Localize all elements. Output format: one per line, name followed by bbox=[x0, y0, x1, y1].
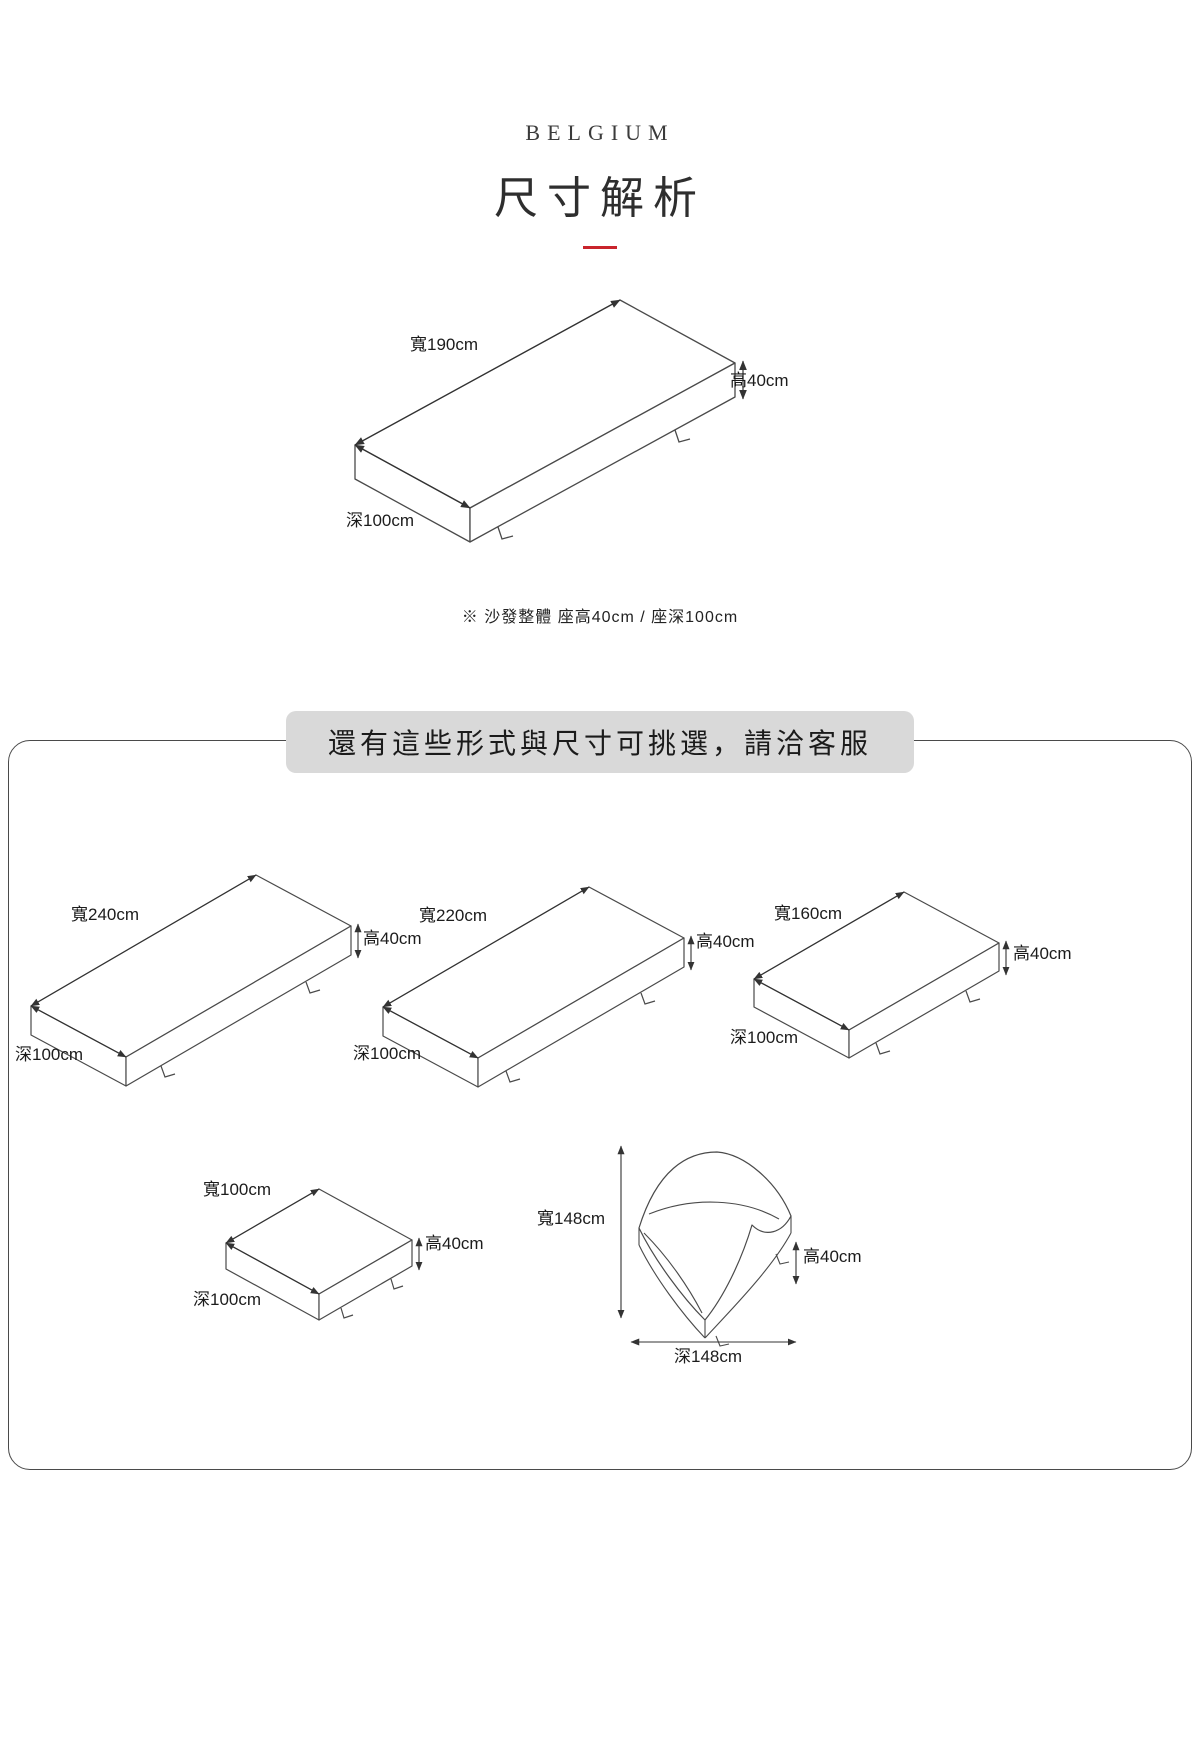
height-label: 高40cm bbox=[1013, 944, 1072, 963]
page-title: 尺寸解析 bbox=[494, 174, 706, 223]
sofa-190-isometric-drawing bbox=[354, 299, 747, 543]
depth-label: 深100cm bbox=[730, 1028, 799, 1047]
title-divider bbox=[583, 246, 617, 249]
sofa-240-isometric-drawing bbox=[30, 874, 362, 1087]
sofa-220-isometric-drawing bbox=[382, 886, 695, 1088]
variant-corner-148-diagram: 寬148cm 高40cm 深148cm bbox=[531, 1136, 876, 1381]
sofa-100-isometric-drawing bbox=[225, 1188, 423, 1321]
size-note: ※ 沙發整體 座高40cm / 座深100cm bbox=[461, 609, 739, 626]
depth-label: 深148cm bbox=[674, 1347, 743, 1366]
depth-label: 深100cm bbox=[15, 1045, 84, 1064]
main-sofa-diagram: 寬190cm 高40cm 深100cm bbox=[330, 290, 820, 590]
depth-label: 深100cm bbox=[193, 1290, 262, 1309]
width-label: 寬190cm bbox=[410, 335, 479, 354]
header: BELGIUM 尺寸解析 bbox=[0, 120, 1200, 249]
variant-160-diagram: 寬160cm 高40cm 深100cm bbox=[726, 869, 1091, 1084]
depth-label: 深100cm bbox=[346, 511, 415, 530]
height-label: 高40cm bbox=[696, 932, 755, 951]
brand-text: BELGIUM bbox=[525, 120, 675, 145]
depth-label: 深100cm bbox=[353, 1044, 422, 1063]
height-label: 高40cm bbox=[730, 371, 789, 390]
variant-220-diagram: 寬220cm 高40cm 深100cm bbox=[351, 869, 763, 1109]
options-box: 還有這些形式與尺寸可挑選，請洽客服 寬240cm bbox=[8, 711, 1192, 1470]
height-label: 高40cm bbox=[803, 1247, 862, 1266]
width-label: 寬160cm bbox=[774, 904, 843, 923]
corner-sofa-148-drawing bbox=[617, 1145, 800, 1347]
variant-100-diagram: 寬100cm 高40cm 深100cm bbox=[191, 1173, 491, 1338]
width-label: 寬148cm bbox=[537, 1209, 606, 1228]
height-label: 高40cm bbox=[425, 1234, 484, 1253]
width-label: 寬240cm bbox=[71, 905, 140, 924]
options-title: 還有這些形式與尺寸可挑選，請洽客服 bbox=[285, 711, 915, 773]
variant-240-diagram: 寬240cm 高40cm 深100cm bbox=[11, 866, 423, 1106]
width-label: 寬100cm bbox=[203, 1180, 272, 1199]
sofa-160-isometric-drawing bbox=[753, 891, 1010, 1059]
width-label: 寬220cm bbox=[419, 906, 488, 925]
